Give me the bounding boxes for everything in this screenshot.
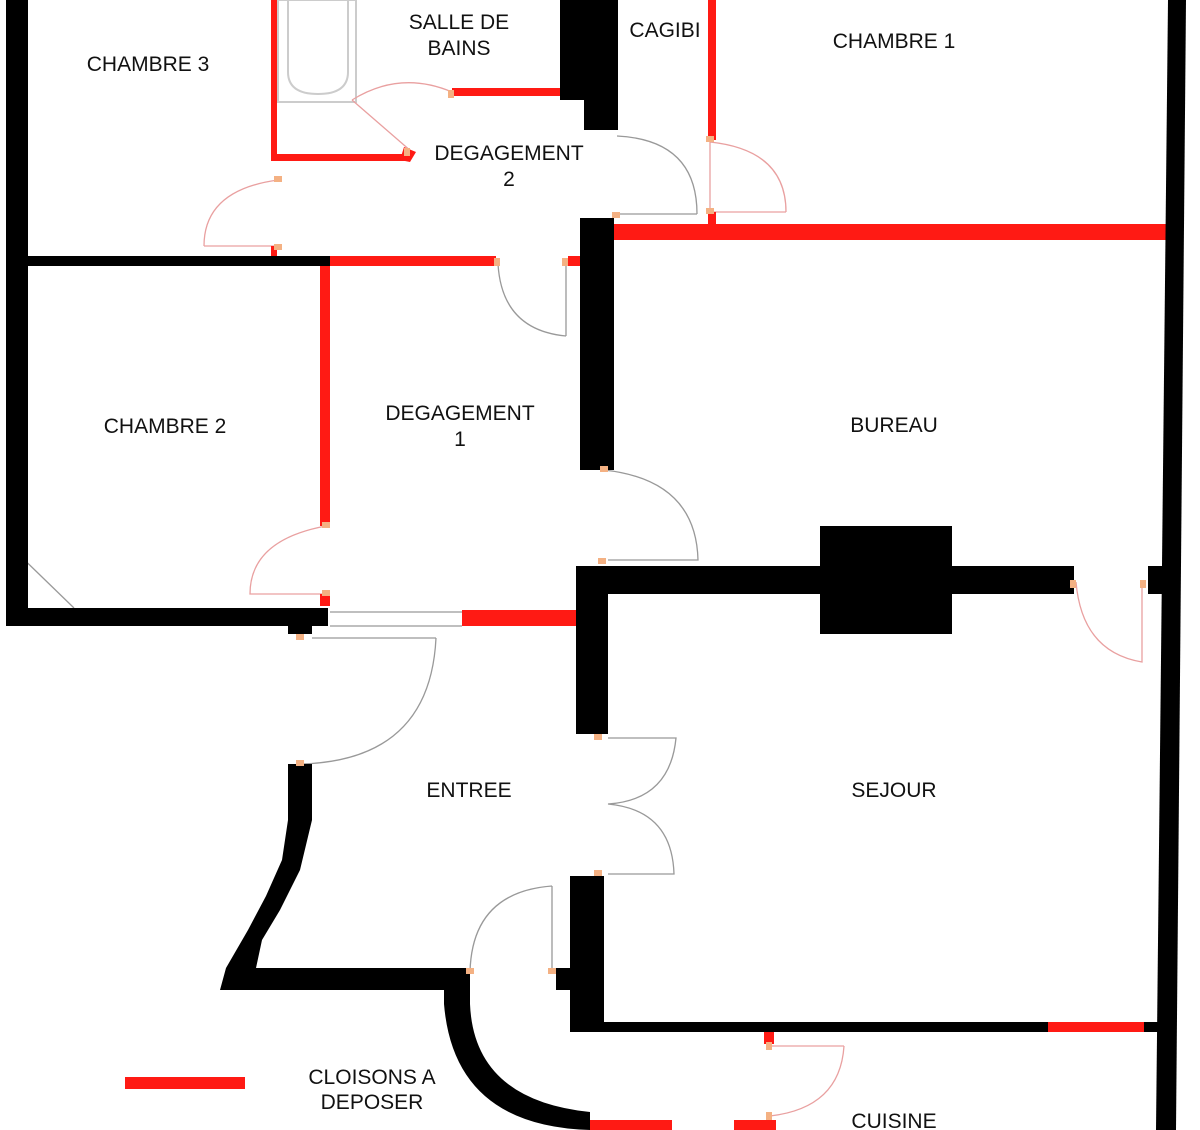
door-sejour-right	[1075, 581, 1143, 663]
door-chambre2	[249, 525, 327, 595]
label-degagement2-line1: DEGAGEMENT	[434, 142, 584, 165]
label-chambre1: CHAMBRE 1	[833, 30, 956, 53]
door-swings	[7, 82, 1143, 1117]
structural-walls	[6, 0, 1186, 1130]
door-bureau	[603, 469, 699, 561]
legend-swatch-partition	[125, 1077, 245, 1089]
label-chambre2: CHAMBRE 2	[104, 415, 227, 438]
door-passage	[469, 885, 553, 973]
label-chambre3: CHAMBRE 3	[87, 53, 210, 76]
door-cuisine	[769, 1045, 845, 1117]
label-degagement1-line2: 1	[454, 428, 466, 451]
label-cagibi: CAGIBI	[629, 19, 700, 42]
room-labels: CHAMBRE 3 SALLE DE BAINS CAGIBI CHAMBRE …	[87, 11, 956, 1130]
legend-label-line2: DEPOSER	[321, 1091, 424, 1114]
opening-line	[330, 611, 462, 627]
label-salle-de-bains-line2: BAINS	[427, 37, 490, 60]
label-sejour: SEJOUR	[851, 779, 936, 802]
door-chambre3	[203, 179, 279, 247]
partitions-to-remove	[271, 0, 1168, 1130]
door-degagement2-a	[616, 135, 698, 215]
label-degagement2-line2: 2	[503, 168, 515, 191]
label-cuisine: CUISINE	[851, 1110, 936, 1130]
label-entree: ENTREE	[426, 779, 511, 802]
door-chambre1	[709, 141, 787, 213]
label-salle-de-bains-line1: SALLE DE	[409, 11, 509, 34]
bathtub-fixture	[277, 0, 357, 103]
door-entree	[301, 637, 437, 765]
door-salle-de-bains	[351, 82, 453, 153]
door-sejour-double	[607, 737, 677, 875]
door-hinges	[274, 90, 1146, 1120]
legend: CLOISONS A DEPOSER	[125, 1066, 436, 1114]
label-bureau: BUREAU	[850, 414, 938, 437]
legend-label-line1: CLOISONS A	[308, 1066, 435, 1089]
label-degagement1-line1: DEGAGEMENT	[385, 402, 535, 425]
door-degagement1-top	[497, 263, 567, 337]
